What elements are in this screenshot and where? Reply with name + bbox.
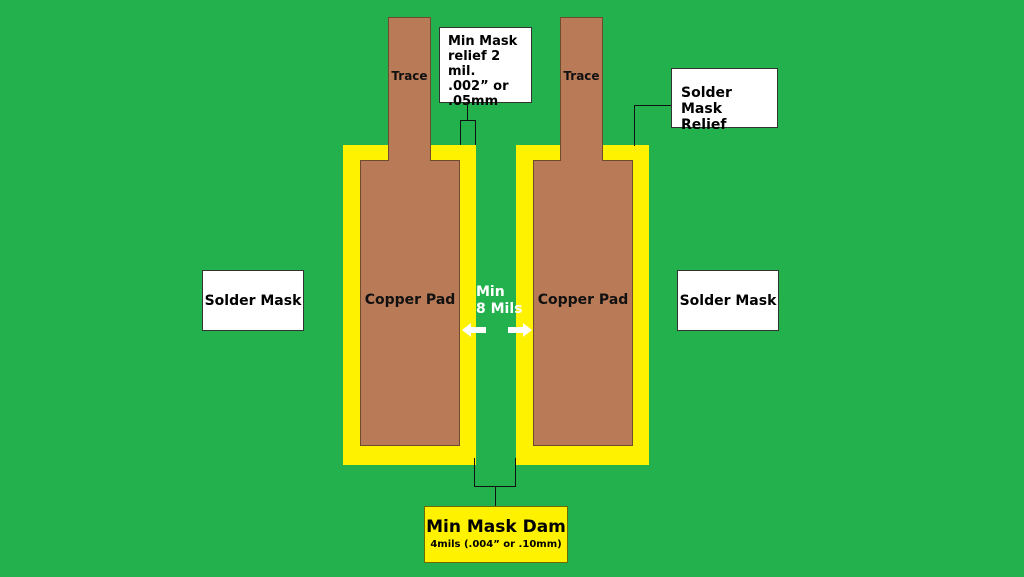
solder-mask-relief-line2: Relief <box>681 117 727 133</box>
trace-join-left <box>389 159 430 162</box>
copper-pad-right-label: Copper Pad <box>537 292 629 308</box>
trace-right <box>560 17 603 163</box>
dam-bracket-left <box>474 458 475 486</box>
arrow-right-icon <box>508 323 532 337</box>
relief-leader-vertical <box>634 105 635 146</box>
min-mask-relief-line1: Min Mask <box>448 34 518 49</box>
solder-mask-right-label: Solder Mask <box>679 292 777 309</box>
copper-pad-left-label: Copper Pad <box>364 292 456 308</box>
copper-pad-right <box>533 160 633 446</box>
solder-mask-left-label: Solder Mask <box>204 292 302 309</box>
trace-join-right <box>561 159 602 162</box>
solder-mask-right-box: Solder Mask <box>677 270 779 331</box>
min-mask-relief-line3: .002” or <box>448 79 509 94</box>
dam-bracket-right <box>515 458 516 486</box>
arrow-left-icon <box>462 323 486 337</box>
relief-bracket-stem <box>467 103 468 120</box>
trace-right-label: Trace <box>563 69 600 83</box>
min-mask-dam-detail: 4mils (.004” or .10mm) <box>430 539 562 550</box>
min-mask-dam-box: Min Mask Dam 4mils (.004” or .10mm) <box>424 506 568 563</box>
min-spacing-label-line2: 8 Mils <box>476 301 523 317</box>
min-mask-relief-box: Min Mask relief 2 mil. .002” or .05mm <box>439 27 532 109</box>
relief-leader-horizontal <box>634 105 671 106</box>
relief-bracket-top <box>460 120 476 121</box>
trace-left <box>388 17 431 163</box>
dam-bracket-stem <box>495 486 496 506</box>
min-spacing-label-line1: Min <box>476 284 505 300</box>
relief-bracket-right <box>475 120 476 145</box>
relief-bracket-left <box>460 120 461 145</box>
min-spacing-arrows <box>462 323 532 337</box>
solder-mask-relief-line1: Solder Mask <box>681 85 732 117</box>
min-mask-relief-line4: .05mm <box>448 94 499 109</box>
solder-mask-relief-box: Solder Mask Relief <box>671 68 778 133</box>
min-mask-relief-line2: relief 2 mil. <box>448 49 501 79</box>
min-mask-dam-title: Min Mask Dam <box>426 517 566 537</box>
copper-pad-left <box>360 160 460 446</box>
solder-mask-left-box: Solder Mask <box>202 270 304 331</box>
trace-left-label: Trace <box>391 69 428 83</box>
